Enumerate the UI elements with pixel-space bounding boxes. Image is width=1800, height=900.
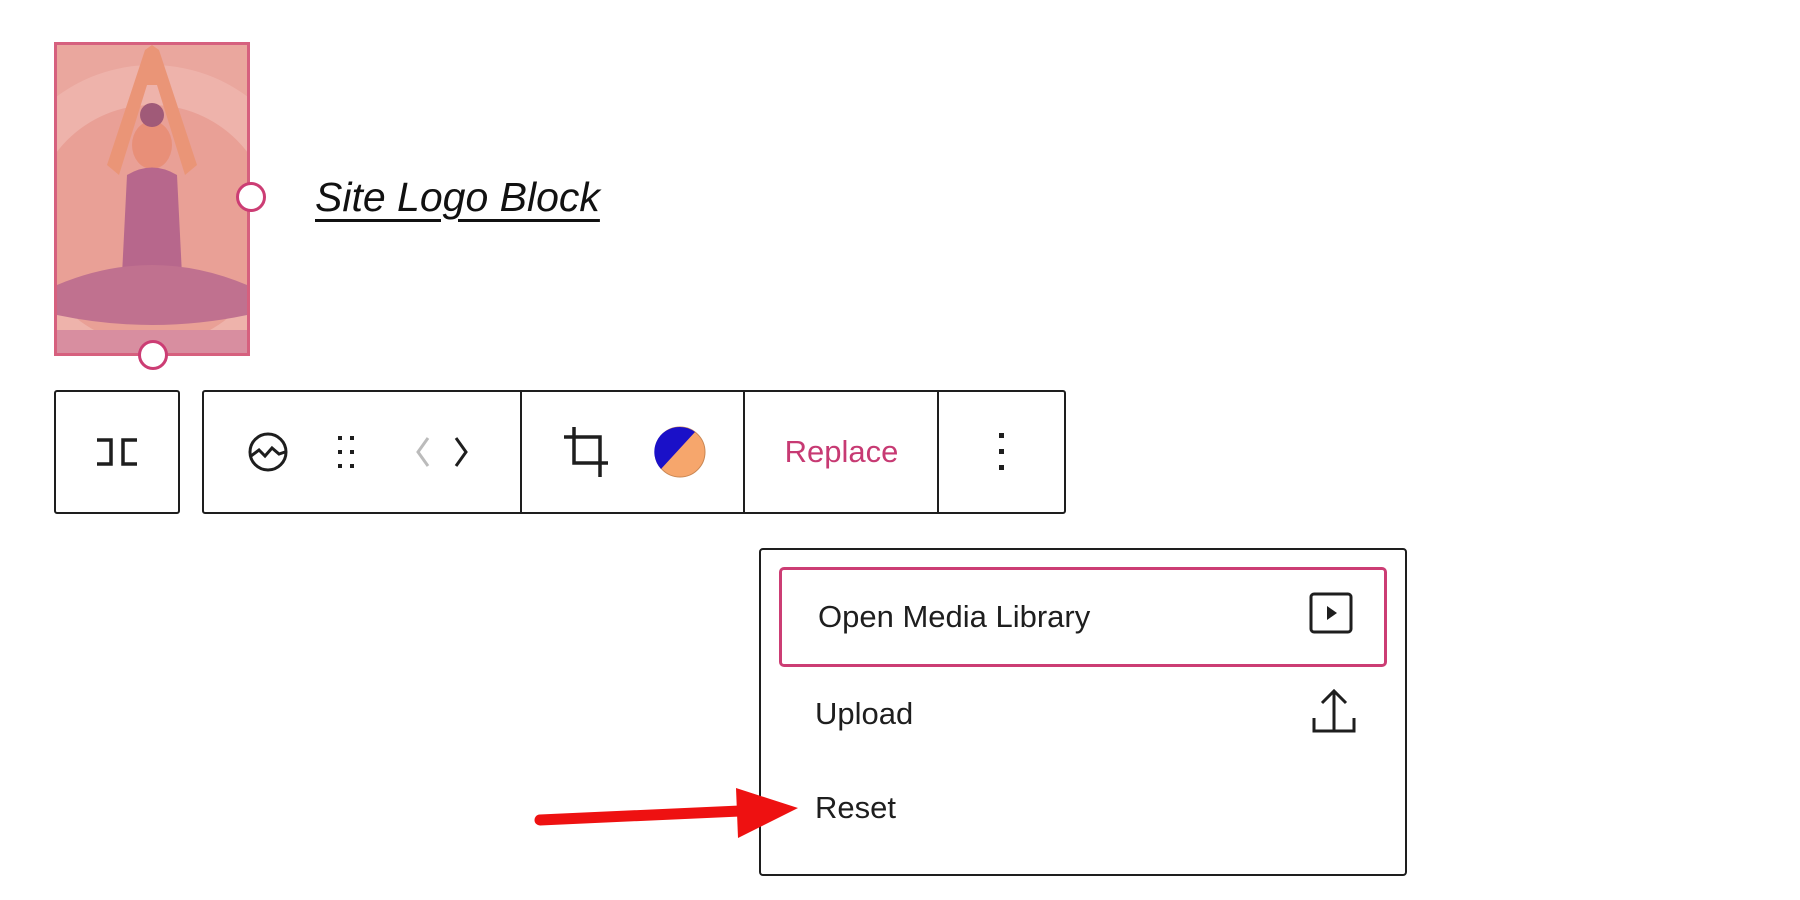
drag-handle-icon[interactable] [330, 428, 362, 476]
duotone-filter-icon[interactable] [652, 424, 708, 480]
move-left-icon[interactable] [409, 428, 437, 476]
menu-item-reset[interactable]: Reset [779, 758, 1387, 858]
menu-item-label: Reset [815, 790, 896, 825]
media-library-icon [1308, 591, 1354, 643]
move-right-icon[interactable] [447, 428, 475, 476]
menu-item-label: Upload [815, 696, 914, 731]
site-logo-image[interactable] [54, 42, 250, 356]
replace-dropdown-menu: Open Media Library Upload Reset [759, 548, 1407, 876]
menu-item-label: Open Media Library [818, 599, 1091, 634]
block-toolbar: Replace [202, 390, 1066, 514]
menu-item-open-media-library[interactable]: Open Media Library [779, 567, 1387, 667]
crop-icon[interactable] [559, 424, 615, 480]
site-logo-block-icon [56, 392, 178, 512]
yoga-figure-illustration [57, 45, 247, 353]
resize-handle-right[interactable] [236, 182, 266, 212]
more-options-icon[interactable] [980, 428, 1024, 476]
site-title-link[interactable]: Site Logo Block [315, 174, 600, 220]
menu-item-upload[interactable]: Upload [779, 664, 1387, 764]
red-arrow-annotation [534, 788, 798, 838]
block-transform-button[interactable] [54, 390, 180, 514]
replace-button[interactable]: Replace [784, 434, 899, 469]
resize-handle-bottom[interactable] [138, 340, 168, 370]
upload-icon [1311, 686, 1357, 742]
image-block-icon[interactable] [244, 428, 292, 476]
